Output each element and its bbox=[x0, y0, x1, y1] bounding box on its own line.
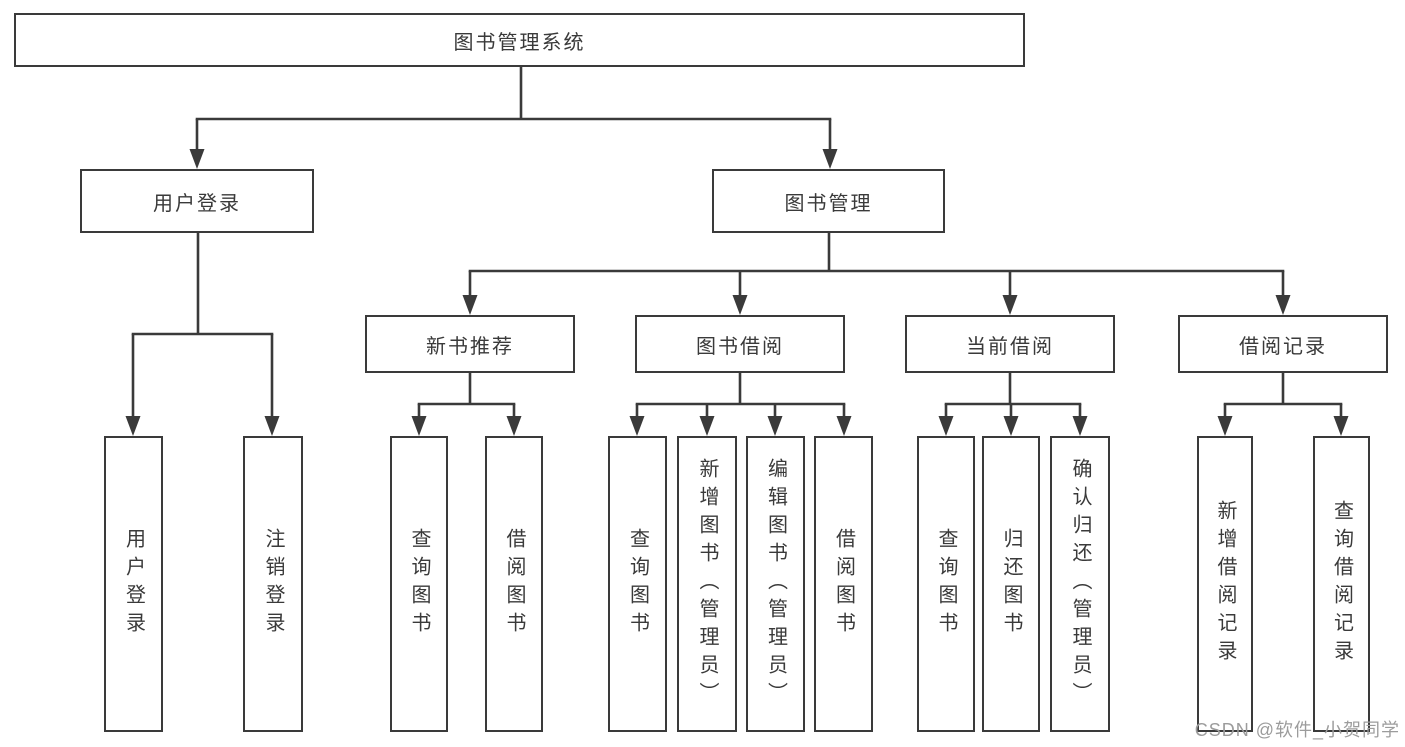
leaf-borrow-books-recommend-label: 借阅图书 bbox=[503, 528, 525, 640]
leaf-query-books-borrow: 查询图书 bbox=[608, 436, 667, 732]
leaf-query-borrow-record-label: 查询借阅记录 bbox=[1330, 500, 1353, 668]
leaf-query-books-recommend-label: 查询图书 bbox=[408, 528, 430, 640]
node-new-book-recommend-label: 新书推荐 bbox=[426, 335, 514, 358]
leaf-logout-login: 注销登录 bbox=[243, 436, 303, 732]
leaf-confirm-return-admin: 确认归还（管理员） bbox=[1050, 436, 1110, 732]
leaf-user-login-label: 用户登录 bbox=[122, 528, 145, 640]
watermark-text: CSDN @软件_小贺同学 bbox=[1194, 720, 1400, 740]
leaf-add-borrow-record-label: 新增借阅记录 bbox=[1214, 500, 1236, 668]
leaf-return-books: 归还图书 bbox=[982, 436, 1040, 732]
leaf-borrow-books-borrow-label: 借阅图书 bbox=[832, 528, 855, 640]
leaf-query-borrow-record: 查询借阅记录 bbox=[1313, 436, 1370, 732]
leaf-edit-books-admin-label: 编辑图书（管理员） bbox=[764, 458, 787, 710]
node-current-borrow-label: 当前借阅 bbox=[966, 335, 1054, 358]
node-root-label: 图书管理系统 bbox=[453, 31, 586, 54]
node-book-borrow: 图书借阅 bbox=[635, 315, 845, 373]
node-book-management-label: 图书管理 bbox=[784, 192, 873, 215]
leaf-query-books-borrow-label: 查询图书 bbox=[626, 528, 649, 640]
leaf-confirm-return-admin-label: 确认归还（管理员） bbox=[1069, 458, 1091, 710]
node-user-login: 用户登录 bbox=[80, 169, 314, 233]
leaf-query-books-recommend: 查询图书 bbox=[390, 436, 448, 732]
leaf-borrow-books-recommend: 借阅图书 bbox=[485, 436, 543, 732]
leaf-query-books-current: 查询图书 bbox=[917, 436, 975, 732]
node-borrow-records: 借阅记录 bbox=[1178, 315, 1388, 373]
node-book-borrow-label: 图书借阅 bbox=[696, 335, 784, 358]
leaf-return-books-label: 归还图书 bbox=[1000, 528, 1022, 640]
leaf-borrow-books-borrow: 借阅图书 bbox=[814, 436, 873, 732]
node-book-management: 图书管理 bbox=[712, 169, 945, 233]
leaf-edit-books-admin: 编辑图书（管理员） bbox=[746, 436, 805, 732]
leaf-logout-login-label: 注销登录 bbox=[262, 528, 284, 640]
node-user-login-label: 用户登录 bbox=[153, 192, 241, 215]
leaf-add-books-admin-label: 新增图书（管理员） bbox=[696, 458, 718, 710]
node-new-book-recommend: 新书推荐 bbox=[365, 315, 575, 373]
leaf-add-borrow-record: 新增借阅记录 bbox=[1197, 436, 1253, 732]
leaf-user-login: 用户登录 bbox=[104, 436, 163, 732]
leaf-query-books-current-label: 查询图书 bbox=[935, 528, 957, 640]
node-borrow-records-label: 借阅记录 bbox=[1239, 335, 1327, 358]
leaf-add-books-admin: 新增图书（管理员） bbox=[677, 436, 737, 732]
node-root: 图书管理系统 bbox=[14, 13, 1025, 67]
node-current-borrow: 当前借阅 bbox=[905, 315, 1115, 373]
